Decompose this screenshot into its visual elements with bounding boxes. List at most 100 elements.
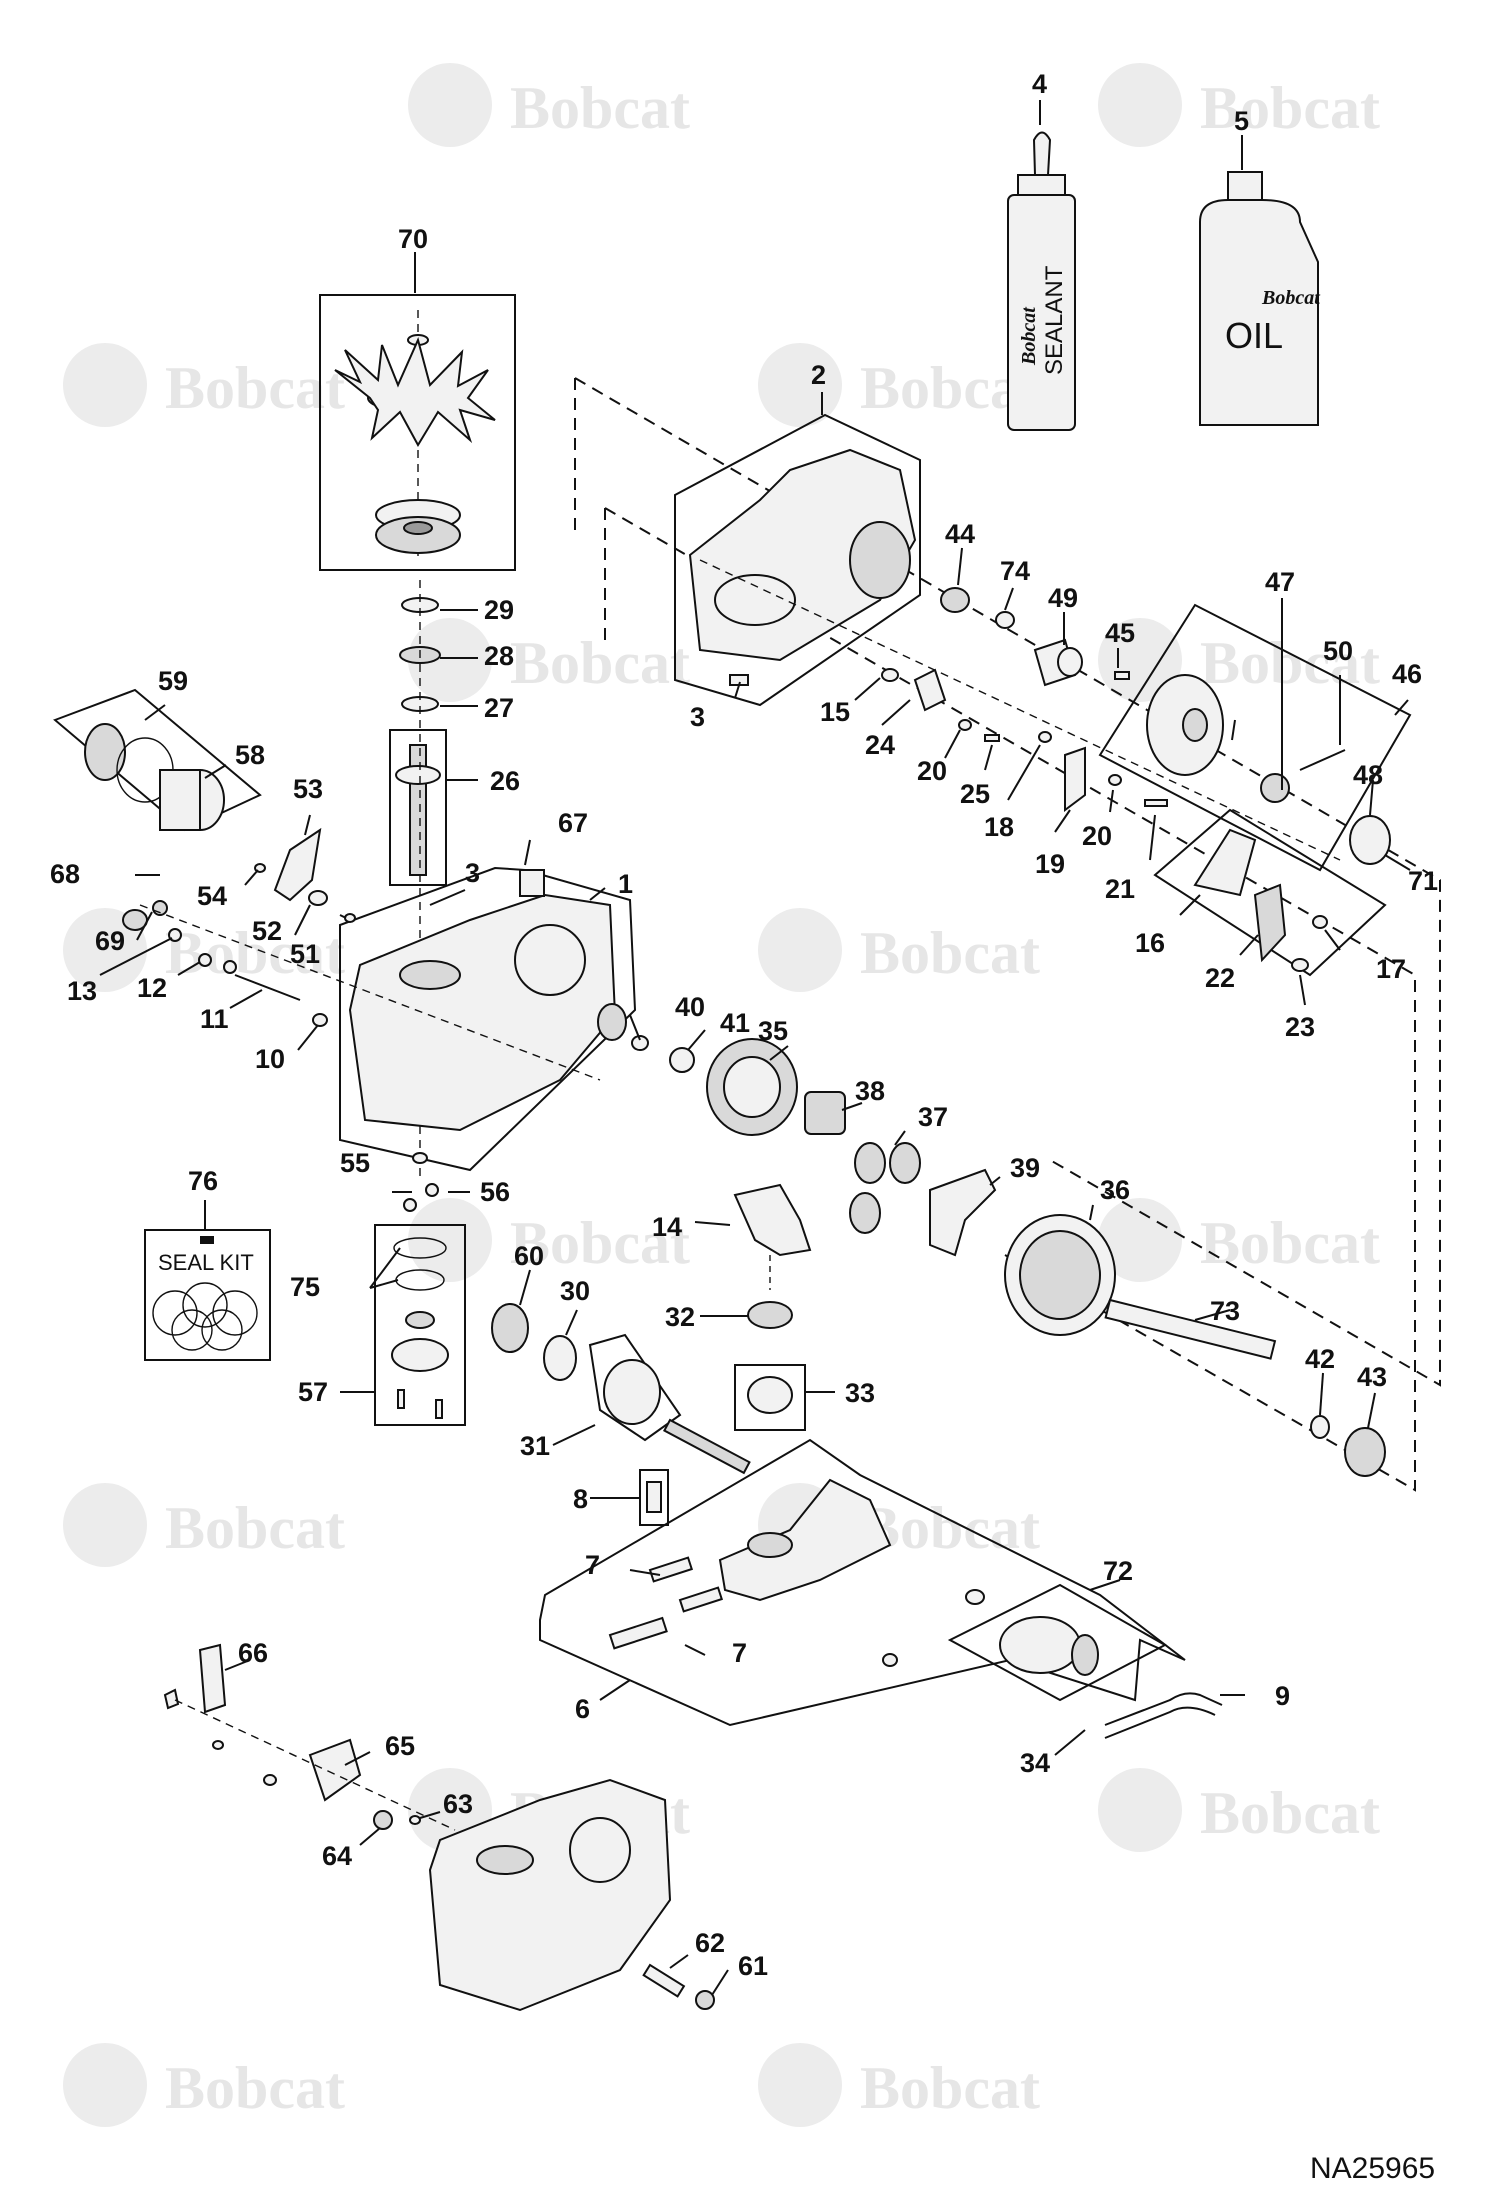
callout-64: 64 <box>322 1841 352 1871</box>
callout-72: 72 <box>1103 1556 1133 1586</box>
svg-text:Bobcat: Bobcat <box>165 2055 345 2121</box>
callout-20: 20 <box>917 756 947 786</box>
callout-10: 10 <box>255 1044 285 1074</box>
callout-7: 7 <box>732 1638 747 1668</box>
svg-text:Bobcat: Bobcat <box>860 920 1040 986</box>
callout-39: 39 <box>1010 1153 1040 1183</box>
callout-25: 25 <box>960 779 990 809</box>
callout-50: 50 <box>1323 636 1353 666</box>
svg-text:Bobcat: Bobcat <box>510 75 690 141</box>
callout-67: 67 <box>558 808 588 838</box>
callout-48: 48 <box>1353 760 1383 790</box>
lower-housing-1 <box>339 866 637 1172</box>
callout-29: 29 <box>484 595 514 625</box>
callout-3: 3 <box>465 858 480 888</box>
seal-kit-label: SEAL KIT <box>158 1250 254 1275</box>
watermark: Bobcat <box>408 618 690 702</box>
callout-75: 75 <box>290 1272 320 1302</box>
oil-label: OIL <box>1225 315 1283 356</box>
output-seal-row <box>699 559 1341 861</box>
sealant-label: SEALANT <box>1041 265 1068 375</box>
callout-44: 44 <box>945 519 975 549</box>
callout-13: 13 <box>67 976 97 1006</box>
callout-61: 61 <box>738 1951 768 1981</box>
watermark: Bobcat <box>1098 618 1380 702</box>
callout-60: 60 <box>514 1241 544 1271</box>
callout-37: 37 <box>918 1102 948 1132</box>
callout-3: 3 <box>690 702 705 732</box>
bearing-box-58-59 <box>53 688 262 832</box>
oil-brand: Bobcat <box>1261 287 1321 309</box>
callout-4: 4 <box>1032 69 1047 99</box>
watermark: Bobcat <box>408 1198 690 1282</box>
watermark: Bobcat <box>408 63 690 147</box>
callout-19: 19 <box>1035 849 1065 879</box>
center-section-6 <box>539 1438 1223 1739</box>
callout-34: 34 <box>1020 1748 1050 1778</box>
callout-47: 47 <box>1265 567 1295 597</box>
brake-linkage-box <box>1153 808 1387 977</box>
callout-20: 20 <box>1082 821 1112 851</box>
watermark: Bobcat <box>758 343 1040 427</box>
callout-11: 11 <box>200 1004 229 1034</box>
callout-73: 73 <box>1210 1296 1240 1326</box>
watermark: Bobcat <box>1098 63 1380 147</box>
callout-6: 6 <box>575 1694 590 1724</box>
oil-bottle: Bobcat OIL <box>1199 171 1321 426</box>
svg-text:Bobcat: Bobcat <box>860 2055 1040 2121</box>
callout-43: 43 <box>1357 1362 1387 1392</box>
callout-18: 18 <box>984 812 1014 842</box>
callout-52: 52 <box>252 916 282 946</box>
callout-24: 24 <box>865 730 895 760</box>
callout-38: 38 <box>855 1076 885 1106</box>
sealant-tube: Bobcat SEALANT <box>1007 131 1076 431</box>
callout-8: 8 <box>573 1484 588 1514</box>
callout-27: 27 <box>484 693 514 723</box>
input-shaft-stack <box>389 580 447 1180</box>
watermark: Bobcat <box>63 908 345 992</box>
lever-hardware-group <box>122 827 601 1081</box>
watermark: Bobcat <box>63 2043 345 2127</box>
charge-pump-group <box>374 1152 466 1426</box>
fan-pulley-assembly <box>319 294 516 571</box>
callout-68: 68 <box>50 859 80 889</box>
callout-2: 2 <box>811 360 826 390</box>
axle-hub-box <box>1098 603 1412 872</box>
callout-63: 63 <box>443 1789 473 1819</box>
callout-59: 59 <box>158 666 188 696</box>
callout-9: 9 <box>1275 1681 1290 1711</box>
callout-54: 54 <box>197 881 227 911</box>
callout-49: 49 <box>1048 583 1078 613</box>
callout-16: 16 <box>1135 928 1165 958</box>
svg-text:Bobcat: Bobcat <box>1200 75 1380 141</box>
callout-62: 62 <box>695 1928 725 1958</box>
callout-57: 57 <box>298 1377 328 1407</box>
callout-46: 46 <box>1392 659 1422 689</box>
callout-51: 51 <box>290 939 320 969</box>
watermark: Bobcat <box>1098 1768 1380 1852</box>
callout-26: 26 <box>490 766 520 796</box>
callout-23: 23 <box>1285 1012 1315 1042</box>
watermark: Bobcat <box>1098 1198 1380 1282</box>
watermark: Bobcat <box>63 1483 345 1567</box>
brake-hardware-row <box>729 668 1168 812</box>
watermark: Bobcat <box>758 2043 1040 2127</box>
callout-65: 65 <box>385 1731 415 1761</box>
assembly-dashed-outline <box>574 377 1441 1492</box>
callout-5: 5 <box>1234 106 1249 136</box>
callout-41: 41 <box>720 1008 750 1038</box>
callout-70: 70 <box>398 224 428 254</box>
watermark: Bobcat <box>63 343 345 427</box>
callout-22: 22 <box>1205 963 1235 993</box>
callout-55: 55 <box>340 1148 370 1178</box>
callout-76: 76 <box>188 1166 218 1196</box>
bottom-housing-assembly <box>163 1643 715 2012</box>
callout-71: 71 <box>1408 866 1438 896</box>
seal-kit: SEAL KIT <box>144 1229 271 1361</box>
callout-56: 56 <box>480 1177 510 1207</box>
svg-text:Bobcat: Bobcat <box>165 920 345 986</box>
svg-text:Bobcat: Bobcat <box>510 630 690 696</box>
svg-text:Bobcat: Bobcat <box>510 1210 690 1276</box>
callout-35: 35 <box>758 1016 788 1046</box>
